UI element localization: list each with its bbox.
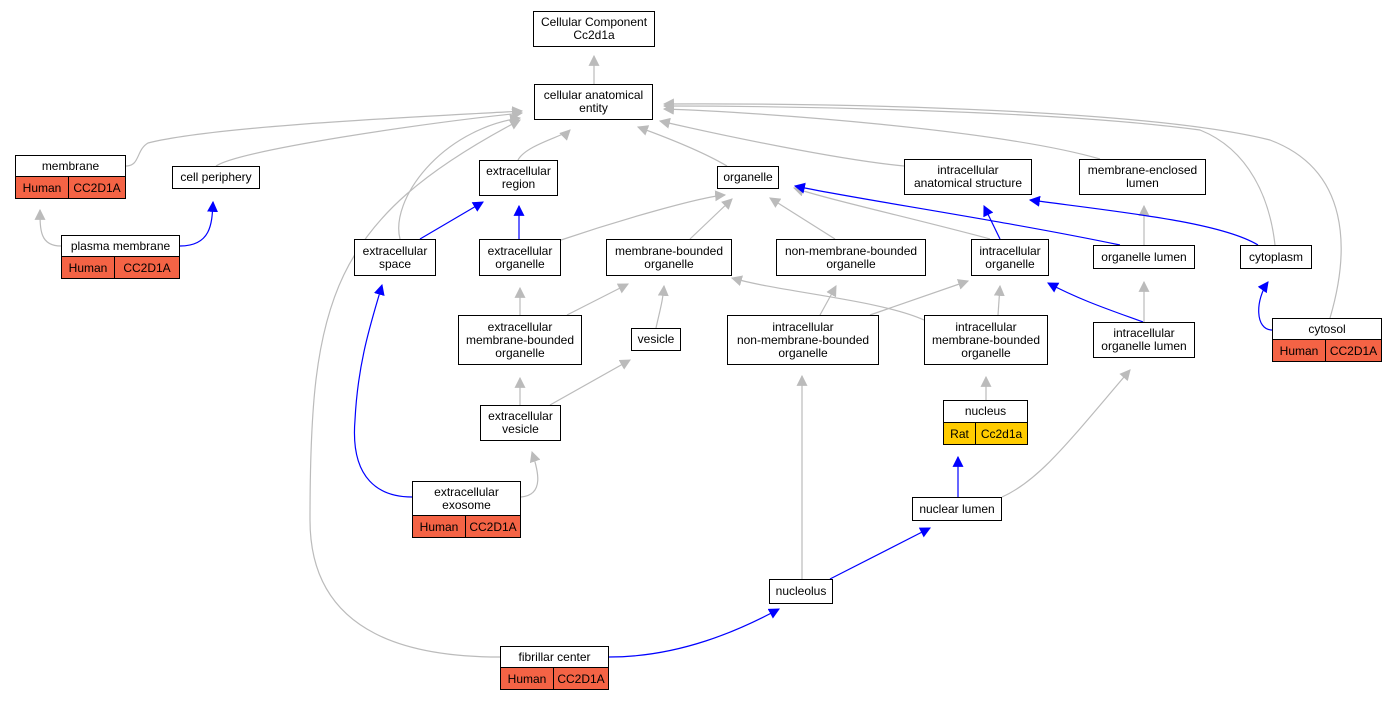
node-cell-periphery[interactable]: cell periphery <box>172 166 260 189</box>
edge-organelle-to-cellular-anatomical-entity <box>636 125 728 167</box>
edge-membrane-to-cellular-anatomical-entity <box>125 106 524 167</box>
edge-extracellular-region-to-cellular-anatomical-entity <box>517 129 571 161</box>
annotation-plasma-membrane: Human CC2D1A <box>61 257 180 279</box>
node-plasma-membrane[interactable]: plasma membrane <box>61 235 180 257</box>
node-extracellular-vesicle[interactable]: extracellular vesicle <box>480 405 561 441</box>
annotation-species: Human <box>22 180 62 195</box>
node-intracellular-anatomical-structure[interactable]: intracellular anatomical structure <box>904 159 1032 195</box>
annotation-membrane: Human CC2D1A <box>15 177 126 199</box>
node-cytoplasm[interactable]: cytoplasm <box>1240 245 1312 269</box>
edge-extracellular-exosome-to-extracellular-space <box>353 283 413 498</box>
edge-cytoplasm-to-cellular-anatomical-entity <box>662 100 1276 246</box>
annotation-species: Human <box>1279 343 1319 358</box>
node-intracellular-membrane-bounded-organelle[interactable]: intracellular membrane-bounded organelle <box>924 315 1048 365</box>
edge-extracellular-space-to-extracellular-region <box>419 201 484 240</box>
node-extracellular-space[interactable]: extracellular space <box>354 239 436 276</box>
node-membrane-bounded-organelle[interactable]: membrane-bounded organelle <box>606 239 732 276</box>
edge-cytosol-to-cytoplasm <box>1257 281 1273 331</box>
edge-extracellular-vesicle-to-vesicle <box>549 359 631 406</box>
node-membrane-enclosed-lumen[interactable]: membrane-enclosed lumen <box>1079 159 1206 195</box>
edge-nuclear-lumen-to-intracellular-organelle-lumen <box>1001 369 1131 498</box>
edge-vesicle-to-membrane-bounded-organelle <box>655 284 669 329</box>
edge-extracellular-exosome-to-extracellular-vesicle <box>520 450 541 498</box>
edge-membrane-enclosed-lumen-to-cellular-anatomical-entity <box>662 103 1101 160</box>
edge-non-membrane-bounded-organelle-to-organelle <box>769 197 836 240</box>
node-intracellular-non-membrane-bounded-organelle[interactable]: intracellular non-membrane-bounded organ… <box>727 315 879 365</box>
edge-intracellular-non-membrane-bounded-organelle-to-intracellular-organelle <box>869 279 970 316</box>
annotation-gene: CC2D1A <box>1325 340 1381 361</box>
node-root[interactable]: Cellular Component Cc2d1a <box>533 11 655 47</box>
edge-extracellular-space-to-cellular-anatomical-entity <box>398 114 522 240</box>
annotation-nucleus: Rat Cc2d1a <box>943 423 1028 445</box>
node-extracellular-region[interactable]: extracellular region <box>479 160 558 196</box>
edge-plasma-membrane-to-cell-periphery <box>179 200 218 247</box>
edge-cell-periphery-to-cellular-anatomical-entity <box>215 108 524 167</box>
edge-intracellular-non-membrane-bounded-organelle-to-non-membrane-bounded-organelle <box>819 285 837 316</box>
annotation-fibrillar-center: Human CC2D1A <box>500 668 609 690</box>
annotation-gene: Cc2d1a <box>975 423 1027 444</box>
edge-organelle-lumen-to-organelle <box>793 182 1121 246</box>
annotation-gene: CC2D1A <box>68 177 125 198</box>
node-intracellular-organelle[interactable]: intracellular organelle <box>971 239 1049 276</box>
node-nucleolus[interactable]: nucleolus <box>769 579 833 604</box>
edge-intracellular-anatomical-structure-to-cellular-anatomical-entity <box>658 117 905 167</box>
node-nuclear-lumen[interactable]: nuclear lumen <box>912 497 1002 521</box>
edge-intracellular-membrane-bounded-organelle-to-intracellular-organelle <box>993 284 1005 316</box>
edge-intracellular-organelle-to-intracellular-anatomical-structure <box>983 205 1001 240</box>
annotation-gene: CC2D1A <box>465 516 520 537</box>
edge-nucleolus-to-nuclear-lumen <box>829 527 931 580</box>
node-non-membrane-bounded-organelle[interactable]: non-membrane-bounded organelle <box>776 239 926 276</box>
annotation-extracellular-exosome: Human CC2D1A <box>412 516 521 538</box>
node-organelle[interactable]: organelle <box>717 166 779 189</box>
annotation-species: Human <box>507 671 547 686</box>
edge-cytoplasm-to-intracellular-anatomical-structure <box>1028 195 1259 246</box>
annotation-species: Human <box>419 519 459 534</box>
edge-extracellular-membrane-bounded-organelle-to-membrane-bounded-organelle <box>566 283 629 316</box>
annotation-species: Human <box>68 260 108 275</box>
annotation-gene: CC2D1A <box>553 668 608 689</box>
node-organelle-lumen[interactable]: organelle lumen <box>1093 245 1195 269</box>
edge-plasma-membrane-to-membrane <box>34 208 62 247</box>
edge-intracellular-organelle-lumen-to-intracellular-organelle <box>1047 282 1144 323</box>
edge-fibrillar-center-to-cellular-anatomical-entity <box>309 119 521 658</box>
annotation-gene: CC2D1A <box>114 257 179 278</box>
edge-cytosol-to-cellular-anatomical-entity <box>662 98 1342 319</box>
node-intracellular-organelle-lumen[interactable]: intracellular organelle lumen <box>1093 322 1195 358</box>
node-cytosol[interactable]: cytosol <box>1272 318 1382 340</box>
node-extracellular-membrane-bounded-organelle[interactable]: extracellular membrane-bounded organelle <box>458 315 582 365</box>
node-membrane[interactable]: membrane <box>15 155 126 177</box>
annotation-species: Rat <box>950 426 969 441</box>
node-vesicle[interactable]: vesicle <box>631 328 681 351</box>
annotation-cytosol: Human CC2D1A <box>1272 340 1382 362</box>
edge-membrane-bounded-organelle-to-organelle <box>689 198 733 240</box>
edge-intracellular-organelle-to-organelle <box>792 185 991 240</box>
node-fibrillar-center[interactable]: fibrillar center <box>500 646 609 668</box>
edge-intracellular-membrane-bounded-organelle-to-membrane-bounded-organelle <box>730 275 925 321</box>
node-extracellular-organelle[interactable]: extracellular organelle <box>479 239 561 276</box>
node-extracellular-exosome[interactable]: extracellular exosome <box>412 481 521 516</box>
edge-extracellular-organelle-to-organelle <box>560 190 727 241</box>
node-cellular-anatomical-entity[interactable]: cellular anatomical entity <box>534 84 653 120</box>
edge-fibrillar-center-to-nucleolus <box>608 608 780 658</box>
node-nucleus[interactable]: nucleus <box>943 400 1028 423</box>
